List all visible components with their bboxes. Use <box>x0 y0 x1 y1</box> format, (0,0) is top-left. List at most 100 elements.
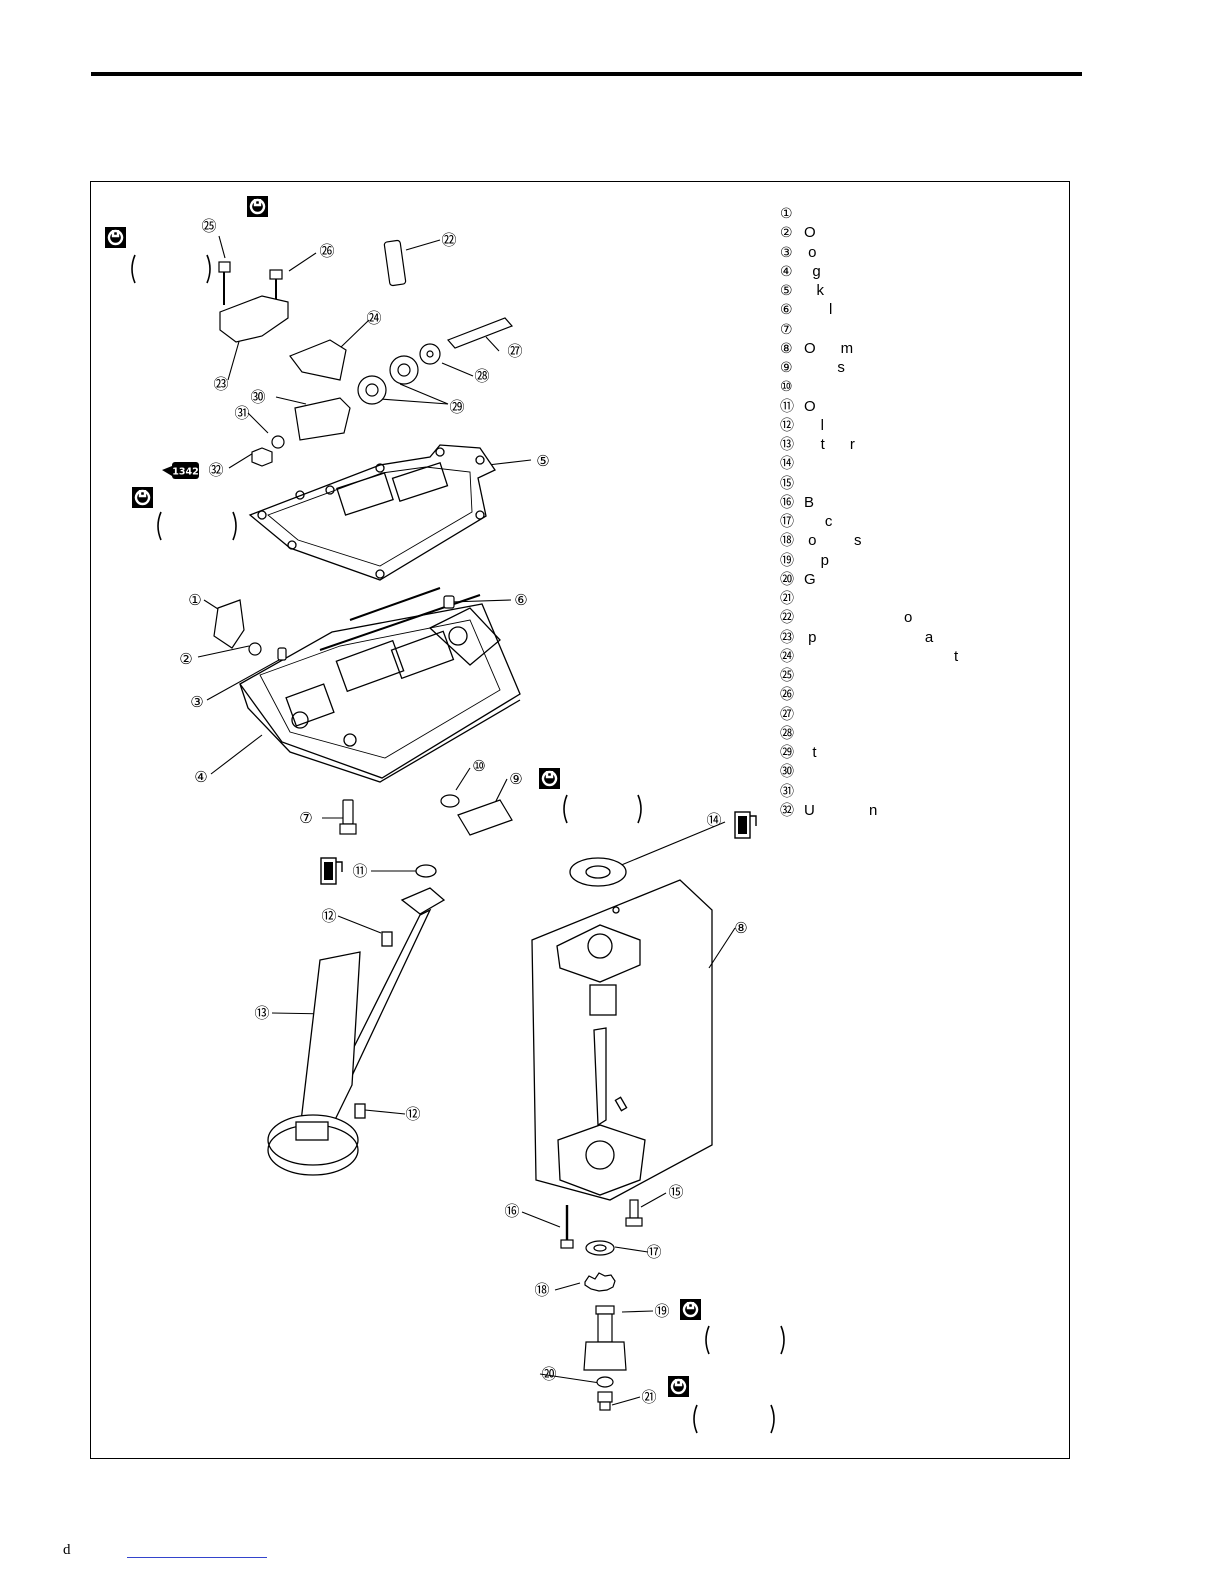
parts-list-item: ⑥ l <box>780 300 1040 319</box>
callout-8: ⑧ <box>734 919 747 937</box>
callout-18: ⑱ <box>534 1281 549 1299</box>
parts-list-number: ⑬ <box>780 436 794 452</box>
parts-list-number: ⑰ <box>780 513 794 529</box>
svg-text:⑩: ⑩ <box>472 757 485 775</box>
parts-list-text: O <box>804 224 816 242</box>
callout-15: ⑮ <box>668 1183 683 1201</box>
svg-text:⑲: ⑲ <box>654 1302 669 1320</box>
callout-22: ㉒ <box>441 231 456 249</box>
parts-list-number: ⑧ <box>780 339 793 356</box>
svg-text:⑧: ⑧ <box>734 919 747 937</box>
parts-list-text: p a <box>804 628 934 646</box>
torque-wrench-icon <box>537 766 562 791</box>
callout-5: ⑤ <box>536 452 549 470</box>
footer-link[interactable] <box>127 1557 267 1558</box>
parts-list-number: ⑥ <box>780 301 793 318</box>
svg-text:㉚: ㉚ <box>250 388 265 406</box>
parts-list-text: O m <box>804 339 854 357</box>
parts-list-number: ㉙ <box>780 744 794 760</box>
callout-12: ⑫ <box>321 907 336 925</box>
parts-list-item: ⑦ <box>780 320 1040 339</box>
callout-10: ⑩ <box>472 757 485 775</box>
parts-list-number: ㉔ <box>780 647 794 664</box>
callout-25: ㉕ <box>201 217 216 235</box>
parts-list-number: ⑱ <box>780 532 794 549</box>
torque-spec-brackets <box>131 254 785 1434</box>
oil-can-icon <box>320 857 343 885</box>
parts-list-number: ⑲ <box>780 551 794 568</box>
gasket <box>248 444 496 581</box>
parts-list-number: ㉒ <box>780 609 794 626</box>
svg-text:⑳: ⑳ <box>541 1365 556 1383</box>
sealant-tag: 1342 <box>172 467 198 478</box>
callout-16: ⑯ <box>504 1202 519 1220</box>
svg-text:③: ③ <box>190 693 203 711</box>
svg-text:㉒: ㉒ <box>441 231 456 249</box>
parts-list-text: B <box>804 493 815 511</box>
parts-list-text: c <box>804 513 833 530</box>
parts-list-number: ⑯ <box>780 493 794 510</box>
relief-valve-parts <box>560 1199 643 1411</box>
parts-list-number: ③ <box>780 243 793 260</box>
parts-list-number: ⑫ <box>780 416 794 433</box>
leader-lines <box>197 235 736 1406</box>
svg-text:⑫: ⑫ <box>321 907 336 925</box>
header-rule <box>91 72 1082 76</box>
svg-text:㉖: ㉖ <box>319 242 334 260</box>
callout-29: ㉙ <box>449 398 464 416</box>
parts-list-item: ㉕ <box>780 666 1040 685</box>
callout-14: ⑭ <box>706 811 721 829</box>
parts-list-text: k <box>804 282 825 299</box>
diagram-frame <box>90 181 1070 1459</box>
parts-list-text: o s <box>804 532 862 550</box>
svg-text:㉗: ㉗ <box>507 342 522 360</box>
parts-list-number: ⑮ <box>780 474 794 491</box>
callout-19: ⑲ <box>654 1302 669 1320</box>
parts-list-number: ⑩ <box>780 378 793 395</box>
svg-text:㉛: ㉛ <box>234 404 249 422</box>
parts-list-item: ⑨ s <box>780 358 1040 377</box>
parts-list-item: ㉒ o <box>780 608 1040 627</box>
svg-text:㉓: ㉓ <box>213 375 228 393</box>
parts-list-item: ⑧ O m <box>780 339 1040 358</box>
svg-text:⑰: ⑰ <box>646 1243 661 1261</box>
parts-list-item: ㉓ p a <box>780 628 1040 647</box>
parts-list-item: ① <box>780 204 1040 223</box>
parts-list-number: ① <box>780 205 793 221</box>
svg-text:㉔: ㉔ <box>366 309 381 327</box>
torque-wrench-icon <box>245 194 270 219</box>
svg-text:⑫: ⑫ <box>405 1105 420 1123</box>
svg-text:⑪: ⑪ <box>352 862 367 880</box>
parts-list-number: ② <box>780 224 793 241</box>
parts-list-item: ⑱ o s <box>780 531 1040 550</box>
parts-list-number: ㉛ <box>780 782 794 799</box>
parts-list-text: o <box>804 609 913 627</box>
parts-list-number: ⑤ <box>780 282 793 298</box>
parts-list-number: ④ <box>780 262 793 279</box>
parts-list-text: t <box>804 744 817 761</box>
svg-text:④: ④ <box>194 768 207 786</box>
svg-text:⑦: ⑦ <box>299 809 312 827</box>
parts-list-item: ㉘ <box>780 724 1040 743</box>
parts-list-text: U n <box>804 801 878 819</box>
parts-list-number: ⑭ <box>780 455 794 472</box>
callout-7: ⑦ <box>299 809 312 827</box>
parts-list-number: ㉗ <box>780 705 794 722</box>
parts-list-text: p <box>804 551 830 569</box>
parts-list-item: ⑮ <box>780 474 1040 493</box>
parts-list-item: ㉗ <box>780 705 1040 724</box>
parts-list-text: g <box>804 262 821 280</box>
parts-list-text: t r <box>804 436 855 453</box>
callout-31: ㉛ <box>234 404 249 422</box>
callout-21: ㉑ <box>641 1388 656 1406</box>
oil-can-icon <box>734 811 757 839</box>
svg-text:⑥: ⑥ <box>514 591 527 609</box>
callout-32: ㉜ <box>208 461 223 479</box>
callout-17: ⑰ <box>646 1243 661 1261</box>
parts-list-number: ㉓ <box>780 628 794 645</box>
callout-4: ④ <box>194 768 207 786</box>
